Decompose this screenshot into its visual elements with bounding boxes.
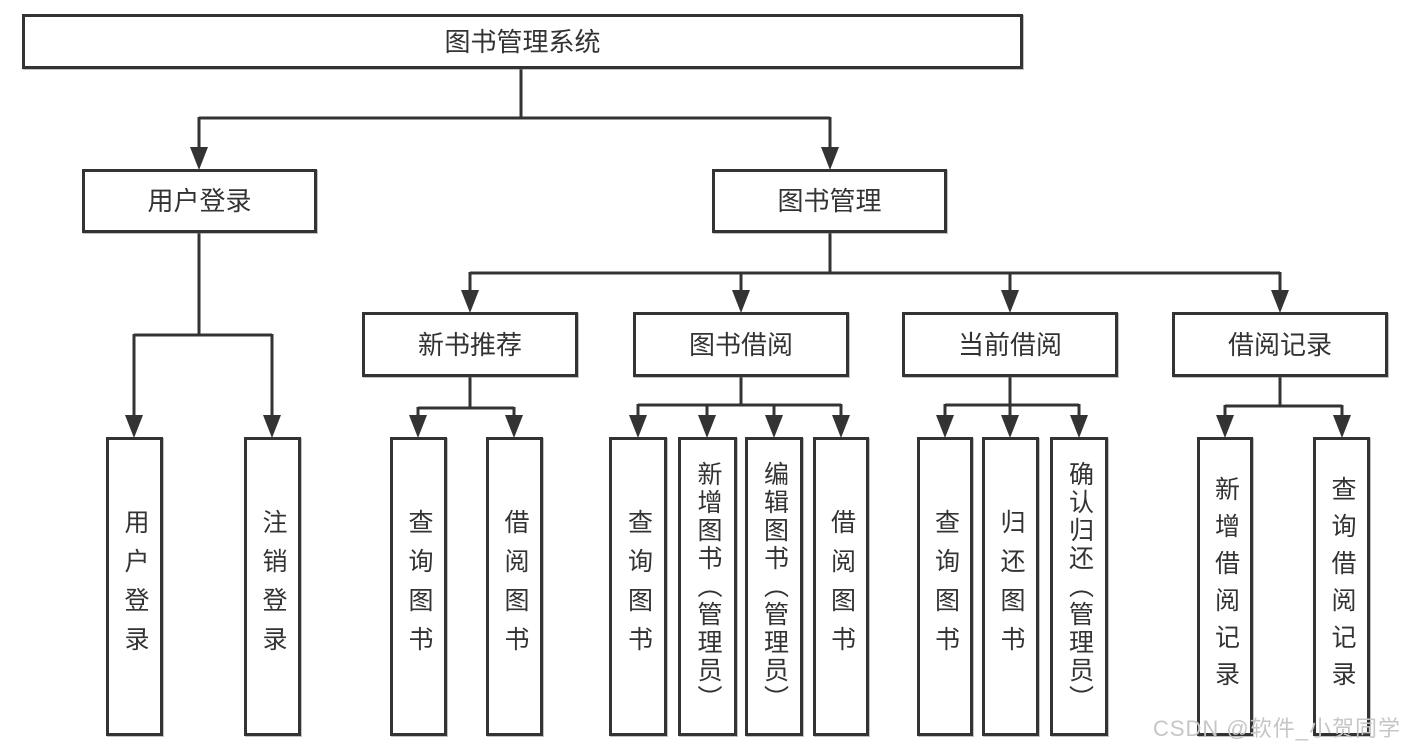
node-label: 注销登录 [259,508,287,665]
node-br-query: 查询借阅记录 [1313,437,1370,736]
node-bb-borrow: 借阅图书 [813,437,869,736]
node-label: 归还图书 [997,508,1025,665]
node-label: 用户登录 [147,186,252,216]
node-label: 编辑图书（管理员） [760,460,789,713]
arrowhead-icon [732,290,750,313]
node-nbr-query: 查询图书 [390,437,447,736]
node-label: 查询借阅记录 [1328,475,1356,698]
node-label: 借阅记录 [1227,329,1332,360]
arrowhead-icon [190,147,208,170]
node-label: 当前借阅 [957,329,1062,360]
node-br-add: 新增借阅记录 [1197,437,1253,736]
node-cb-confirm: 确认归还（管理员） [1050,437,1108,736]
node-new-book-rec: 新书推荐 [362,312,578,377]
arrowhead-icon [832,415,850,438]
node-bb-edit: 编辑图书（管理员） [745,437,803,736]
node-borrow-records: 借阅记录 [1172,312,1388,377]
arrowhead-icon [461,290,479,313]
node-label: 查询图书 [624,508,653,665]
node-book-borrow: 图书借阅 [633,312,849,377]
arrowhead-icon [1070,415,1088,438]
arrowhead-icon [765,415,783,438]
arrowhead-icon [125,415,143,438]
node-bb-add: 新增图书（管理员） [678,437,737,736]
node-nbr-borrow: 借阅图书 [486,437,543,736]
node-label: 查询图书 [931,508,960,665]
node-current-borrow: 当前借阅 [902,312,1118,377]
node-label: 新增图书（管理员） [694,460,722,713]
node-label: 图书管理 [777,186,882,216]
node-label: 查询图书 [405,508,433,665]
arrowhead-icon [1001,290,1019,313]
node-logout: 注销登录 [244,437,301,736]
arrowhead-icon [505,415,523,438]
node-label: 借阅图书 [827,508,856,665]
node-label: 新增借阅记录 [1211,475,1240,698]
node-cb-return: 归还图书 [982,437,1039,736]
node-label: 确认归还（管理员） [1065,460,1094,713]
arrowhead-icon [1216,415,1234,438]
watermark: CSDN @软件_小贺同学 [1152,716,1401,741]
arrowhead-icon [409,415,427,438]
node-user-login-leaf: 用户登录 [106,437,163,736]
node-label: 图书管理系统 [444,26,601,57]
node-bb-query: 查询图书 [609,437,667,736]
node-root: 图书管理系统 [22,14,1023,69]
arrowhead-icon [1001,415,1019,438]
arrowhead-icon [263,415,281,438]
node-label: 图书借阅 [688,329,793,360]
node-label: 用户登录 [121,508,149,665]
node-label: 新书推荐 [417,329,522,360]
arrowhead-icon [1271,290,1289,313]
node-book-mgmt: 图书管理 [712,169,947,233]
node-cb-query: 查询图书 [917,437,973,736]
node-user-login: 用户登录 [82,169,317,233]
arrowhead-icon [698,415,716,438]
arrowhead-icon [936,415,954,438]
arrowhead-icon [1333,415,1351,438]
arrowhead-icon [629,415,647,438]
arrowhead-icon [821,147,839,170]
node-label: 借阅图书 [501,508,529,665]
